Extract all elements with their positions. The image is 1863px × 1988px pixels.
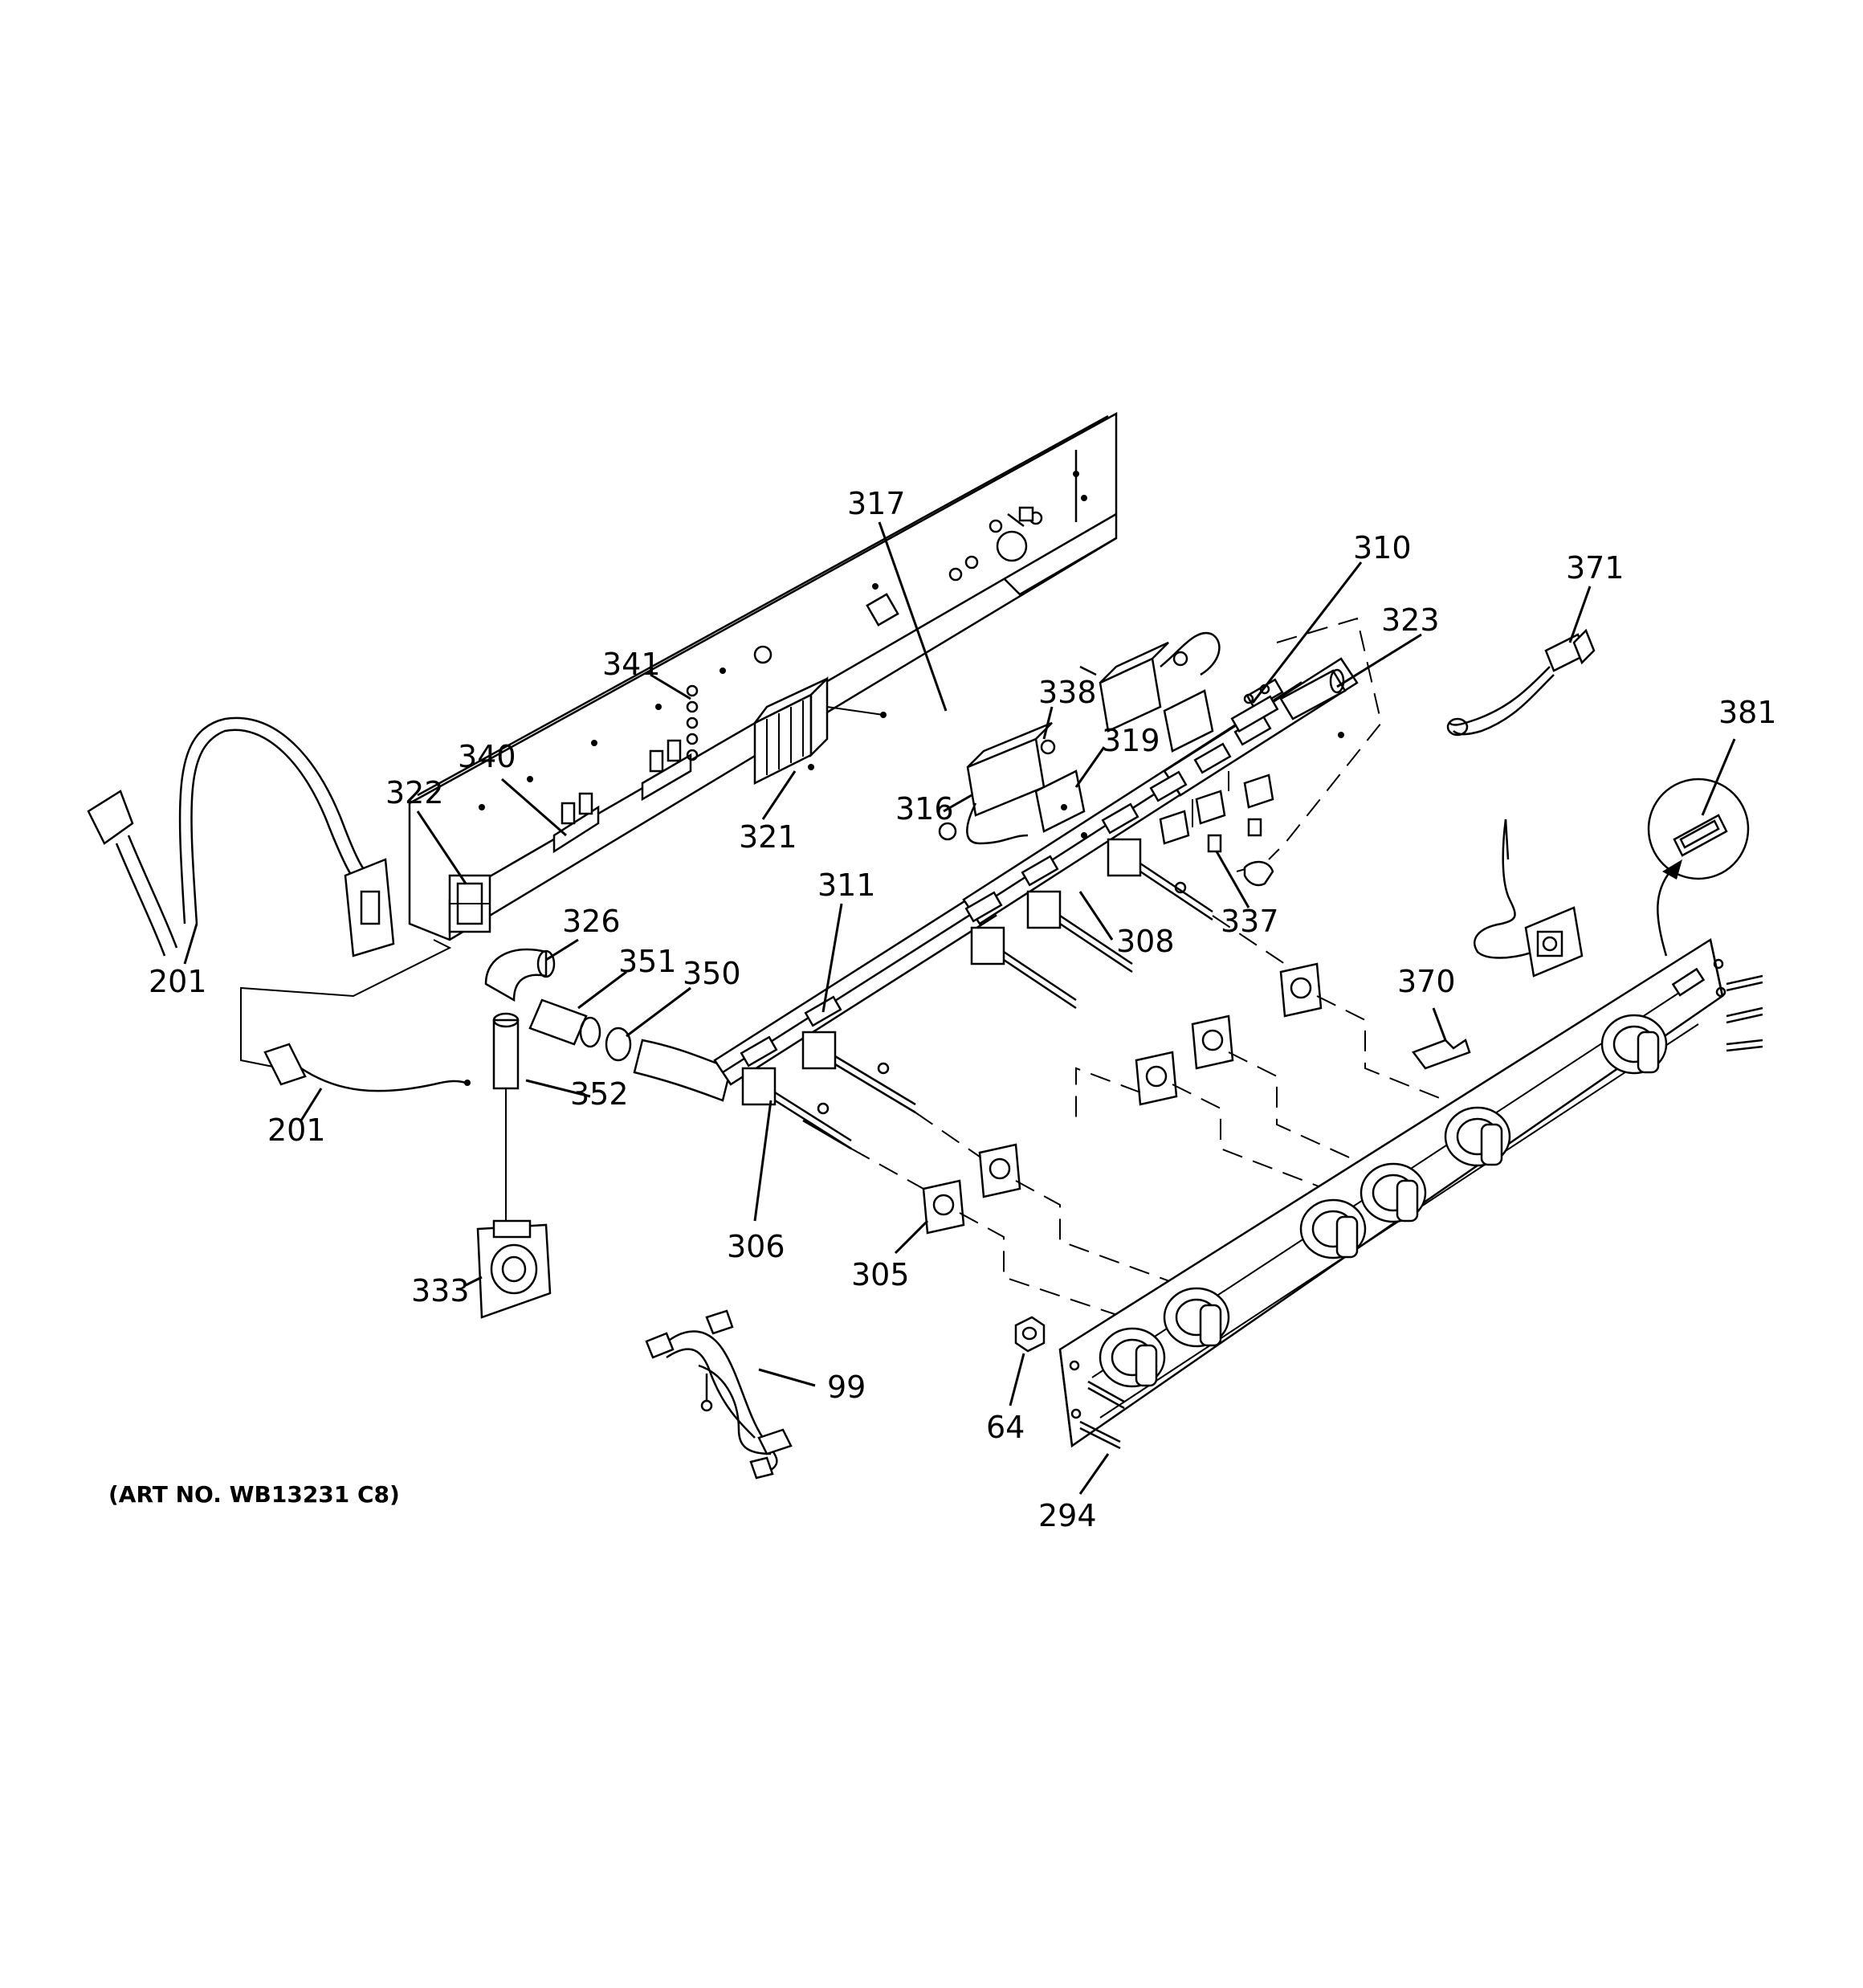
callout-labels: 317 310 371 323 341 338 381 319 340 322 …	[149, 486, 1777, 1533]
callout-371: 371	[1566, 550, 1625, 586]
callout-310: 310	[1353, 530, 1412, 565]
transformer-322	[448, 874, 491, 933]
callout-337: 337	[1221, 904, 1279, 939]
bracket-319	[1034, 769, 1087, 839]
gas-valve-308a	[970, 926, 1077, 1010]
spark-module-338	[938, 721, 1056, 845]
knob-4	[1360, 1162, 1427, 1223]
callout-352: 352	[570, 1076, 629, 1112]
clock-timer-370	[1411, 818, 1584, 1070]
pipe-nipple-351	[528, 998, 632, 1062]
callout-333: 333	[411, 1273, 470, 1308]
callout-381: 381	[1718, 695, 1777, 730]
knob-3	[1299, 1198, 1367, 1259]
ignition-switch-305b	[978, 1143, 1021, 1198]
badge-381	[1647, 778, 1750, 957]
pipe-elbow-350	[633, 1039, 732, 1102]
callout-317: 317	[847, 486, 906, 521]
knob-5	[1444, 1106, 1511, 1167]
callout-340: 340	[458, 739, 516, 774]
art-number: (ART NO. WB13231 C8)	[108, 1481, 400, 1508]
control-panel-bracket	[408, 411, 1118, 941]
callout-305: 305	[851, 1257, 910, 1292]
control-knobs	[1099, 1014, 1668, 1388]
knob-1	[1099, 1327, 1166, 1388]
pressure-regulator-333	[476, 1219, 552, 1319]
relay-block-321	[753, 676, 887, 786]
nut-64	[1014, 1316, 1046, 1353]
callout-294: 294	[1038, 1498, 1097, 1533]
callout-338: 338	[1038, 675, 1097, 710]
callout-316: 316	[895, 791, 954, 827]
elbow-326	[484, 948, 556, 1002]
knob-6	[1600, 1014, 1668, 1075]
orifice-fittings-337	[1159, 771, 1274, 887]
callout-341: 341	[602, 647, 661, 682]
screws-294	[1079, 974, 1763, 1450]
gas-valve-306b	[801, 1031, 916, 1114]
callout-201-lower: 201	[267, 1112, 326, 1148]
ignition-switch-305d	[1191, 1014, 1234, 1070]
connector-stack-341	[686, 684, 699, 761]
callout-201-upper: 201	[149, 964, 207, 999]
callout-351: 351	[618, 944, 677, 979]
callout-319: 319	[1102, 723, 1160, 758]
wire-harness-99	[645, 1309, 793, 1480]
callout-323: 323	[1381, 602, 1440, 638]
knob-2	[1163, 1287, 1230, 1348]
callout-99: 99	[827, 1370, 866, 1405]
spark-module-upper	[1079, 631, 1221, 753]
power-cord-201-lower	[263, 1043, 471, 1092]
callout-370: 370	[1397, 964, 1456, 999]
callout-leader-lines	[183, 521, 1736, 1495]
ignition-switch-305e	[1279, 962, 1323, 1018]
manifold-end-323	[1279, 668, 1347, 738]
ignition-switch-305c	[1135, 1051, 1178, 1106]
pipe-352	[492, 1012, 520, 1221]
callout-311: 311	[817, 867, 876, 903]
terminal-block-340	[552, 739, 692, 854]
callout-64: 64	[986, 1410, 1025, 1445]
gas-valve-308b	[1026, 890, 1133, 974]
wire-harness-371	[1446, 628, 1596, 737]
callout-350: 350	[683, 956, 741, 991]
callout-326: 326	[562, 904, 621, 939]
callout-308: 308	[1116, 924, 1175, 959]
ignition-switch-305a	[922, 1179, 965, 1235]
callout-321: 321	[739, 819, 797, 855]
igniter-bracket-310	[1230, 684, 1279, 733]
callout-322: 322	[385, 775, 444, 810]
dashed-assembly-lines	[850, 617, 1446, 1318]
gas-valve-306a	[741, 1067, 852, 1150]
gas-valve-308c	[1107, 838, 1213, 921]
power-cord-201-upper	[87, 716, 452, 1069]
callout-306: 306	[727, 1229, 785, 1264]
